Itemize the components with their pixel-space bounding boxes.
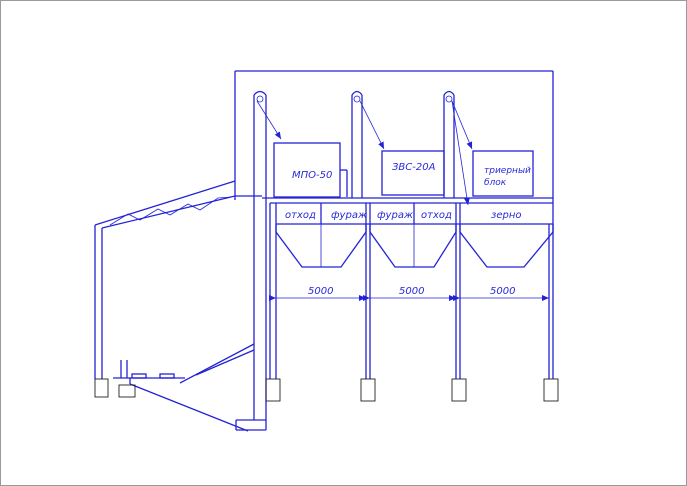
elevator-3	[443, 90, 473, 206]
machine-1-label: МПО-50	[292, 170, 332, 181]
machine-3-label-line1: триерный	[484, 166, 531, 176]
machine-mpo-50: МПО-50	[273, 142, 348, 198]
canopy-truss	[94, 180, 262, 379]
bin-2a-label: фураж	[377, 210, 413, 221]
bin-1b-label: фураж	[331, 210, 367, 221]
bin-1a-label: отход	[285, 210, 316, 221]
dimension-1-label: 5000	[308, 286, 333, 297]
dimension-3-label: 5000	[490, 286, 515, 297]
elevator-2	[351, 90, 385, 198]
bin-floor	[262, 197, 554, 225]
machine-3-label-line2: блок	[484, 178, 507, 188]
bin-3-label: зерно	[491, 210, 521, 221]
hoppers	[275, 224, 554, 268]
columns	[269, 203, 554, 379]
machine-2-label: ЗВС-20А	[392, 162, 436, 173]
elevator-1	[253, 90, 282, 420]
machine-trier-block: триерный блок	[472, 150, 534, 197]
bin-2b-label: отход	[421, 210, 452, 221]
dimension-2-label: 5000	[399, 286, 424, 297]
foundations	[94, 378, 559, 402]
machine-zvs-20a: ЗВС-20А	[381, 150, 445, 196]
building-outline	[234, 70, 554, 200]
intake-pit	[113, 343, 267, 432]
